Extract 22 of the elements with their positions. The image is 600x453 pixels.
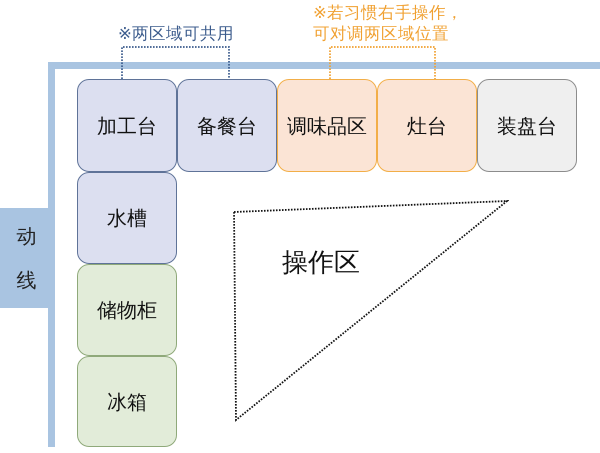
dotted-bracket-connector: [329, 46, 436, 79]
flow-line-label: 动线: [16, 223, 36, 294]
counter-box: [77, 79, 177, 172]
counter-label: 加工台: [97, 114, 157, 138]
counter-label: 灶台: [407, 114, 447, 138]
counter-box: [277, 79, 377, 172]
counter-box: [77, 356, 177, 447]
counter-label: 冰箱: [107, 390, 147, 414]
annotation-note: ※若习惯右手操作，可对调两区域位置: [313, 2, 464, 44]
counter-box: [77, 172, 177, 264]
annotation-note: ※两区域可共用: [118, 23, 234, 44]
counter-label: 装盘台: [497, 114, 557, 138]
zone-label: 操作区: [282, 248, 360, 280]
dotted-bracket-connector: [121, 46, 230, 79]
counter-label: 调味品区: [287, 114, 367, 138]
counter-label: 储物柜: [97, 298, 157, 322]
counter-box: [377, 79, 477, 172]
counter-box: [477, 79, 577, 172]
counter-label: 备餐台: [197, 114, 257, 138]
counter-box: [77, 264, 177, 356]
counter-box: [177, 79, 277, 172]
counter-label: 水槽: [107, 206, 147, 230]
